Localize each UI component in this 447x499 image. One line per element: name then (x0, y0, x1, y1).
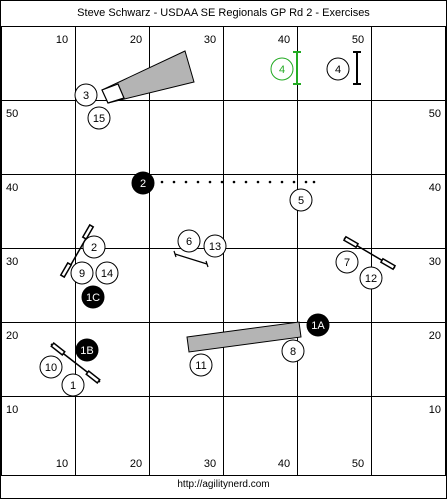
svg-text:1A: 1A (311, 320, 325, 332)
dotted-path (160, 180, 316, 184)
right-label: 30 (429, 256, 441, 268)
svg-text:1B: 1B (80, 345, 93, 357)
svg-text:12: 12 (365, 273, 377, 285)
marker-1B: 1B (75, 338, 99, 362)
obstacle-markers: 3 15 4 4 2 5 2 (39, 57, 383, 397)
left-label: 20 (6, 330, 18, 342)
marker-1: 1 (61, 373, 85, 397)
right-label: 10 (429, 404, 441, 416)
jump-4 (353, 51, 361, 85)
svg-text:13: 13 (209, 241, 221, 253)
jump-4-green (293, 51, 301, 85)
right-label: 50 (429, 108, 441, 120)
top-label: 10 (56, 34, 68, 46)
marker-3: 3 (74, 83, 98, 107)
left-label: 40 (6, 182, 18, 194)
svg-text:4: 4 (279, 64, 285, 76)
svg-text:1C: 1C (86, 292, 100, 304)
marker-1A: 1A (306, 313, 330, 337)
jump-center (173, 250, 209, 268)
left-label: 50 (6, 108, 18, 120)
marker-9: 9 (70, 261, 94, 285)
marker-4-green: 4 (270, 57, 294, 81)
jump-left-upper (59, 223, 95, 279)
course-title: Steve Schwarz - USDAA SE Regionals GP Rd… (77, 7, 370, 19)
left-label: 30 (6, 256, 18, 268)
footer-url: http://agilitynerd.com (177, 479, 270, 490)
grid-labels: 10 20 30 40 50 10 20 30 40 50 50 40 30 2… (6, 34, 441, 470)
tunnel-bottom (186, 321, 302, 353)
right-label: 40 (429, 182, 441, 194)
marker-14: 14 (95, 261, 119, 285)
marker-12: 12 (359, 266, 383, 290)
svg-text:1: 1 (70, 380, 76, 392)
svg-text:14: 14 (101, 268, 113, 280)
svg-text:10: 10 (45, 362, 57, 374)
svg-text:8: 8 (290, 346, 296, 358)
marker-8: 8 (281, 339, 305, 363)
marker-7: 7 (335, 250, 359, 274)
bottom-label: 10 (56, 458, 68, 470)
left-label: 10 (6, 404, 18, 416)
top-label: 20 (130, 34, 142, 46)
field-grid (1, 26, 446, 476)
svg-text:3: 3 (83, 90, 89, 102)
svg-text:11: 11 (195, 360, 206, 372)
bottom-label: 50 (352, 458, 364, 470)
top-label: 30 (204, 34, 216, 46)
marker-4: 4 (326, 57, 350, 81)
marker-13: 13 (203, 234, 227, 258)
bottom-label: 20 (130, 458, 142, 470)
right-label: 20 (429, 330, 441, 342)
marker-11: 11 (189, 353, 213, 377)
top-label: 40 (278, 34, 290, 46)
marker-5: 5 (289, 188, 313, 212)
marker-6: 6 (177, 229, 201, 253)
tunnel-top (101, 50, 195, 104)
svg-text:2: 2 (140, 178, 146, 190)
marker-1C: 1C (81, 285, 105, 309)
marker-10: 10 (39, 355, 63, 379)
svg-text:7: 7 (344, 257, 350, 269)
bottom-label: 40 (278, 458, 290, 470)
svg-text:5: 5 (298, 195, 304, 207)
svg-text:2: 2 (91, 242, 97, 254)
bottom-label: 30 (204, 458, 216, 470)
svg-text:4: 4 (335, 64, 341, 76)
marker-15: 15 (87, 106, 111, 130)
svg-text:9: 9 (79, 268, 85, 280)
marker-2: 2 (82, 235, 106, 259)
jump-left-lower (50, 342, 101, 384)
svg-text:6: 6 (186, 236, 192, 248)
top-label: 50 (352, 34, 364, 46)
marker-2-filled: 2 (131, 171, 155, 195)
svg-text:15: 15 (93, 113, 105, 125)
jump-right (342, 235, 397, 271)
